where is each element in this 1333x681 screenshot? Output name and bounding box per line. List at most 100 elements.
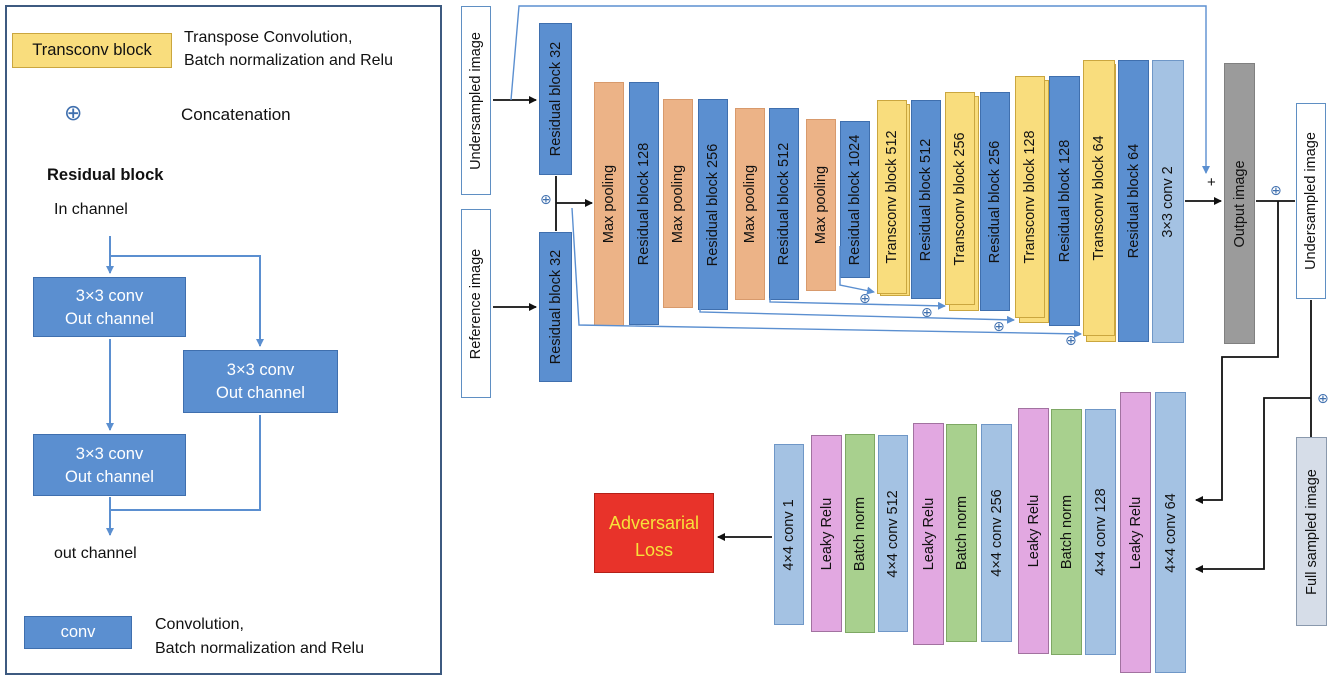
adversarial-loss: Adversarial Loss	[594, 493, 714, 573]
generator-block-label: Transconv block 128	[1022, 130, 1038, 264]
plus-sign: +	[1207, 174, 1216, 191]
concat-symbol-upper-4: ⊕	[1065, 332, 1077, 348]
legend-conv-b: 3×3 conv Out channel	[183, 350, 338, 413]
discriminator-block-8: Batch norm	[1051, 409, 1082, 655]
legend-conv-a: 3×3 conv Out channel	[33, 277, 186, 337]
residual-block-32-bottom: Residual block 32	[539, 232, 572, 382]
discriminator-block-label: 4×4 conv 1	[781, 498, 797, 571]
discriminator-block-9: 4×4 conv 128	[1085, 409, 1116, 655]
legend-in-channel: In channel	[54, 201, 128, 218]
discriminator-block-label: Batch norm	[1058, 494, 1075, 570]
discriminator-block-11: 4×4 conv 64	[1155, 392, 1186, 673]
input-undersampled: Undersampled image	[461, 6, 491, 195]
residual-block-32-top-label: Residual block 32	[547, 41, 564, 157]
discriminator-block-1: Leaky Relu	[811, 435, 842, 632]
generator-block-label: Max pooling	[813, 165, 829, 245]
residual-block-32-bottom-label: Residual block 32	[547, 249, 564, 365]
generator-block-1: Residual block 128	[629, 82, 659, 325]
generator-block-13: Residual block 128	[1049, 76, 1080, 326]
discriminator-block-6: 4×4 conv 256	[981, 424, 1012, 642]
concat-symbol-upper: ⊕	[859, 290, 871, 306]
legend-conv-desc-1: Convolution,	[155, 616, 244, 633]
generator-block-label: Max pooling	[742, 164, 758, 244]
generator-block-7: Residual block 1024	[840, 121, 870, 278]
legend-transconv-label: Transconv block	[32, 41, 152, 59]
discriminator-block-label: Batch norm	[852, 496, 868, 571]
generator-block-5: Residual block 512	[769, 108, 799, 300]
discriminator-block-label: Leaky Relu	[1127, 496, 1144, 569]
concat-symbol-output: ⊕	[1270, 182, 1282, 198]
discriminator-block-7: Leaky Relu	[1018, 408, 1049, 654]
discriminator-block-0: 4×4 conv 1	[774, 444, 804, 625]
side-fully-sampled: Full sampled image	[1296, 437, 1327, 626]
adversarial-loss-line2: Loss	[634, 540, 674, 560]
generator-block-label: Residual block 256	[705, 143, 721, 266]
generator-block-10: Transconv block 256	[945, 92, 975, 305]
side-undersampled-label: Undersampled image	[1303, 132, 1319, 270]
discriminator-block-label: 4×4 conv 512	[885, 489, 901, 578]
legend-conv-a-line2: Out channel	[65, 310, 154, 328]
legend-conv-b-line1: 3×3 conv	[226, 361, 295, 379]
adversarial-loss-line1: Adversarial	[608, 513, 700, 533]
generator-block-8: Transconv block 512	[877, 100, 907, 294]
discriminator-block-5: Batch norm	[946, 424, 977, 642]
generator-block-label: Residual block 64	[1125, 143, 1142, 259]
concat-symbol-upper-2: ⊕	[921, 304, 933, 320]
legend-conv-c-line1: 3×3 conv	[75, 445, 144, 463]
generator-block-2: Max pooling	[663, 99, 693, 308]
side-undersampled: Undersampled image	[1296, 103, 1326, 299]
output-image-label: Output image	[1231, 159, 1248, 248]
generator-block-0: Max pooling	[594, 82, 624, 326]
discriminator-block-label: 4×4 conv 256	[988, 489, 1005, 577]
discriminator-block-4: Leaky Relu	[913, 423, 944, 645]
input-reference-label: Reference image	[468, 248, 484, 359]
discriminator-block-label: 4×4 conv 64	[1162, 492, 1179, 573]
generator-block-label: Transconv block 64	[1091, 135, 1107, 261]
generator-block-label: Transconv block 512	[884, 130, 900, 264]
generator-block-label: Residual block 256	[987, 140, 1003, 263]
generator-block-9: Residual block 512	[911, 100, 941, 299]
generator-block-6: Max pooling	[806, 119, 836, 291]
legend-transconv-desc-1: Transpose Convolution,	[184, 29, 353, 46]
concat-symbol-res32: ⊕	[540, 191, 552, 207]
input-reference: Reference image	[461, 209, 491, 398]
legend-conv-b-line2: Out channel	[216, 384, 305, 402]
generator-block-label: Residual block 128	[1056, 139, 1073, 263]
generator-block-16: 3×3 conv 2	[1152, 60, 1184, 343]
discriminator-block-label: Batch norm	[953, 495, 970, 571]
discriminator-block-label: Leaky Relu	[818, 497, 835, 570]
generator-block-4: Max pooling	[735, 108, 765, 300]
generator-block-15: Residual block 64	[1118, 60, 1149, 342]
discriminator-block-label: Leaky Relu	[920, 497, 937, 571]
discriminator-block-10: Leaky Relu	[1120, 392, 1151, 673]
legend-panel	[5, 5, 442, 675]
generator-block-label: Residual block 1024	[847, 134, 863, 265]
legend-conv-desc-2: Batch normalization and Relu	[155, 640, 365, 657]
generator-block-label: Residual block 512	[918, 138, 934, 261]
discriminator-block-2: Batch norm	[845, 434, 875, 633]
generator-block-label: Max pooling	[601, 164, 617, 244]
legend-residual-title: Residual block	[47, 166, 164, 184]
legend-conv-c: 3×3 conv Out channel	[33, 434, 186, 496]
discriminator-block-3: 4×4 conv 512	[878, 435, 908, 632]
generator-block-label: Residual block 128	[636, 142, 652, 265]
generator-block-12: Transconv block 128	[1015, 76, 1045, 318]
generator-block-label: 3×3 conv 2	[1160, 165, 1176, 238]
discriminator-block-label: 4×4 conv 128	[1092, 488, 1109, 576]
generator-block-14: Transconv block 64	[1083, 60, 1115, 336]
legend-conv-label: conv	[60, 623, 96, 641]
concat-symbol-disc: ⊕	[1317, 390, 1329, 406]
legend-out-channel: out channel	[54, 545, 137, 562]
generator-block-label: Max pooling	[670, 164, 686, 243]
side-fully-sampled-label: Full sampled image	[1303, 468, 1320, 595]
concat-symbol-upper-3: ⊕	[993, 318, 1005, 334]
discriminator-block-label: Leaky Relu	[1025, 494, 1042, 568]
legend-conv-c-line2: Out channel	[65, 468, 154, 486]
legend-conv-a-line1: 3×3 conv	[75, 287, 144, 305]
legend-concat-symbol: ⊕	[64, 100, 83, 125]
generator-block-11: Residual block 256	[980, 92, 1010, 311]
legend-transconv-desc-2: Batch normalization and Relu	[184, 52, 394, 69]
residual-block-32-top: Residual block 32	[539, 23, 572, 175]
legend-transconv-swatch: Transconv block	[12, 33, 172, 68]
input-undersampled-label: Undersampled image	[468, 31, 484, 170]
